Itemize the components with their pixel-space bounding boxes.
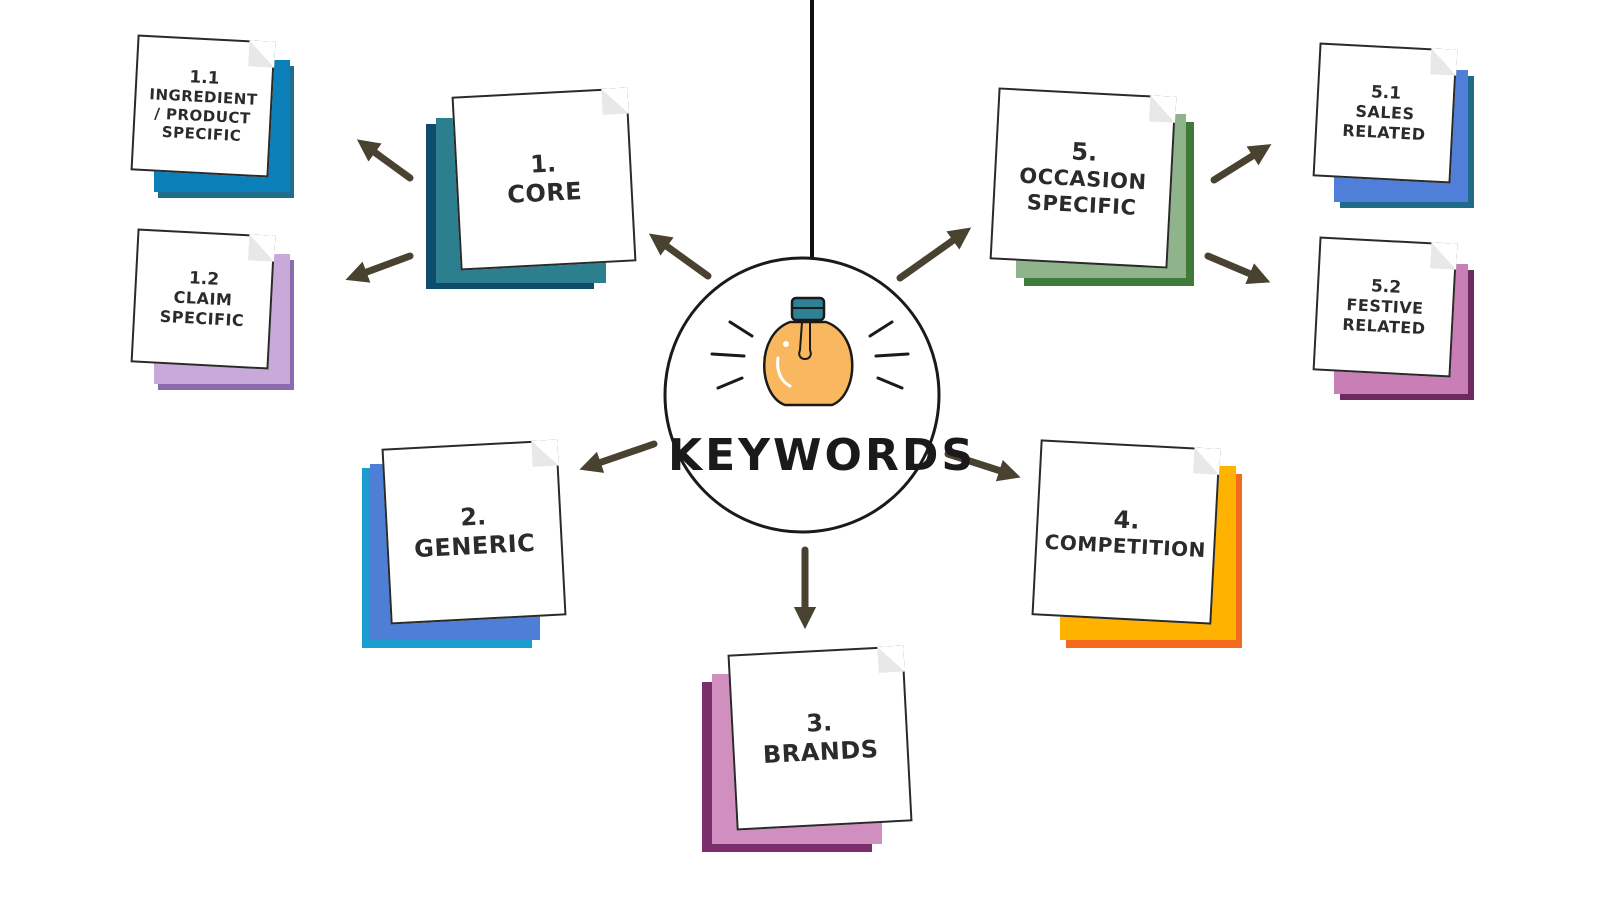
note-label: INGREDIENT / PRODUCT SPECIFIC bbox=[148, 85, 259, 146]
note-number: 1.1 bbox=[188, 67, 221, 89]
folded-corner bbox=[1430, 48, 1458, 76]
arrow-to-core bbox=[648, 233, 712, 280]
folded-corner bbox=[1149, 95, 1177, 123]
folded-corner bbox=[877, 645, 905, 673]
arrow-to-sales bbox=[1210, 144, 1272, 184]
arrow-to-festive bbox=[1204, 252, 1271, 284]
note-label: SALES RELATED bbox=[1341, 101, 1427, 145]
note-claim: 1.2 CLAIM SPECIFIC bbox=[130, 228, 294, 392]
note-ingredient: 1.1 INGREDIENT / PRODUCT SPECIFIC bbox=[130, 34, 294, 200]
lightbulb-icon bbox=[763, 296, 854, 407]
note-occasion: 5. OCCASION SPECIFIC bbox=[989, 87, 1204, 292]
note-core: 1. CORE bbox=[426, 87, 637, 292]
folded-corner bbox=[531, 439, 559, 467]
note-label: CORE bbox=[506, 177, 583, 209]
note-paper: 5.2 FESTIVE RELATED bbox=[1312, 236, 1458, 378]
folded-corner bbox=[248, 40, 276, 68]
note-number: 1. bbox=[529, 149, 557, 179]
note-number: 1.2 bbox=[188, 268, 220, 290]
note-paper: 3. BRANDS bbox=[727, 645, 913, 831]
note-number: 5.2 bbox=[1370, 276, 1402, 298]
note-competition: 4. COMPETITION bbox=[1031, 439, 1248, 652]
note-number: 5.1 bbox=[1370, 82, 1402, 104]
note-paper: 4. COMPETITION bbox=[1031, 439, 1221, 625]
note-label: FESTIVE RELATED bbox=[1341, 294, 1427, 339]
folded-corner bbox=[248, 234, 276, 262]
note-label: OCCASION SPECIFIC bbox=[1018, 163, 1148, 220]
note-number: 5. bbox=[1070, 137, 1098, 167]
light-rays bbox=[710, 320, 910, 390]
note-label: BRANDS bbox=[762, 734, 880, 769]
note-paper: 5. OCCASION SPECIFIC bbox=[989, 87, 1177, 269]
note-number: 4. bbox=[1113, 504, 1141, 535]
arrow-to-ingredient bbox=[356, 139, 414, 182]
arrow-to-generic bbox=[579, 440, 658, 473]
note-paper: 1.1 INGREDIENT / PRODUCT SPECIFIC bbox=[130, 34, 276, 178]
note-generic: 2. GENERIC bbox=[362, 439, 568, 650]
folded-corner bbox=[1430, 242, 1458, 270]
note-number: 2. bbox=[459, 502, 487, 532]
arrow-to-competition bbox=[944, 450, 1021, 482]
note-sales: 5.1 SALES RELATED bbox=[1312, 42, 1476, 210]
note-paper: 1.2 CLAIM SPECIFIC bbox=[130, 228, 276, 370]
arrow-to-occasion bbox=[896, 227, 972, 282]
note-brands: 3. BRANDS bbox=[702, 645, 913, 856]
note-festive: 5.2 FESTIVE RELATED bbox=[1312, 236, 1476, 402]
note-paper: 1. CORE bbox=[451, 87, 637, 271]
center-title: KEYWORDS bbox=[668, 430, 977, 481]
note-number: 3. bbox=[805, 708, 833, 738]
note-label: CLAIM SPECIFIC bbox=[159, 287, 245, 331]
note-paper: 2. GENERIC bbox=[381, 439, 567, 625]
folded-corner bbox=[601, 87, 629, 115]
arrow-to-claim bbox=[345, 252, 414, 283]
note-label: GENERIC bbox=[413, 528, 536, 564]
note-paper: 5.1 SALES RELATED bbox=[1312, 42, 1458, 184]
note-label: COMPETITION bbox=[1044, 529, 1207, 562]
folded-corner bbox=[1193, 447, 1221, 475]
